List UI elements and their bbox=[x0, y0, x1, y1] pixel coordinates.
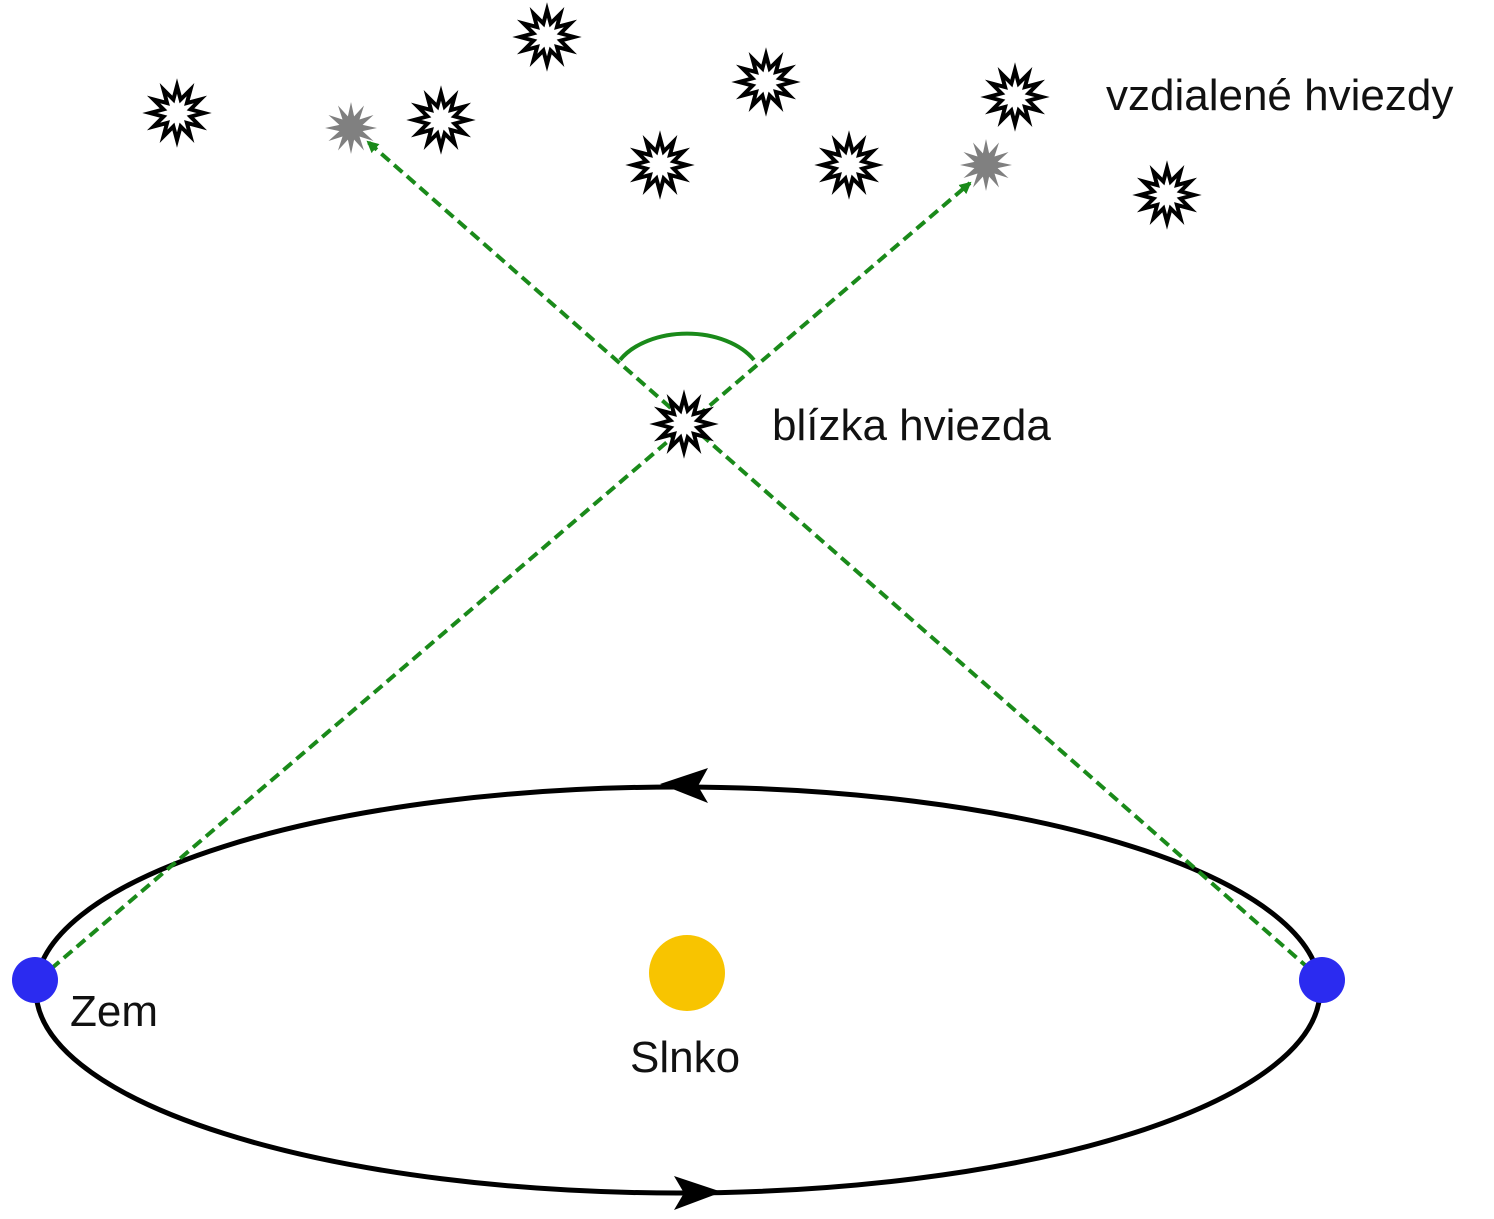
star-burst-icon bbox=[980, 62, 1050, 132]
sun-disc-icon bbox=[649, 935, 725, 1011]
earth-dot-icon bbox=[12, 957, 58, 1003]
gray-star-burst-icon bbox=[325, 102, 377, 154]
earth-label: Zem bbox=[70, 987, 158, 1036]
sight-line-left-earth bbox=[36, 181, 972, 982]
orbit-arrow-bottom-icon bbox=[674, 1176, 722, 1210]
parallax-angle-arc bbox=[618, 331, 756, 362]
distant-stars-label: vzdialené hviezdy bbox=[1106, 71, 1453, 120]
star-burst-icon bbox=[142, 78, 212, 148]
star-burst-icon bbox=[406, 85, 476, 155]
star-burst-icon bbox=[512, 2, 582, 72]
sight-line-right-earth bbox=[366, 140, 1324, 982]
star-burst-icon bbox=[625, 130, 695, 200]
earth-dot-icon bbox=[1299, 957, 1345, 1003]
distant-stars bbox=[142, 2, 1202, 459]
gray-star-burst-icon bbox=[960, 139, 1012, 191]
star-burst-icon bbox=[814, 130, 884, 200]
sun-label: Slnko bbox=[630, 1033, 740, 1082]
near-star-label: blízka hviezda bbox=[772, 401, 1051, 450]
orbit-arrow-top-icon bbox=[660, 768, 708, 803]
star-burst-icon bbox=[731, 47, 801, 117]
star-burst-icon bbox=[1132, 160, 1202, 230]
near-star-burst-icon bbox=[649, 389, 719, 459]
